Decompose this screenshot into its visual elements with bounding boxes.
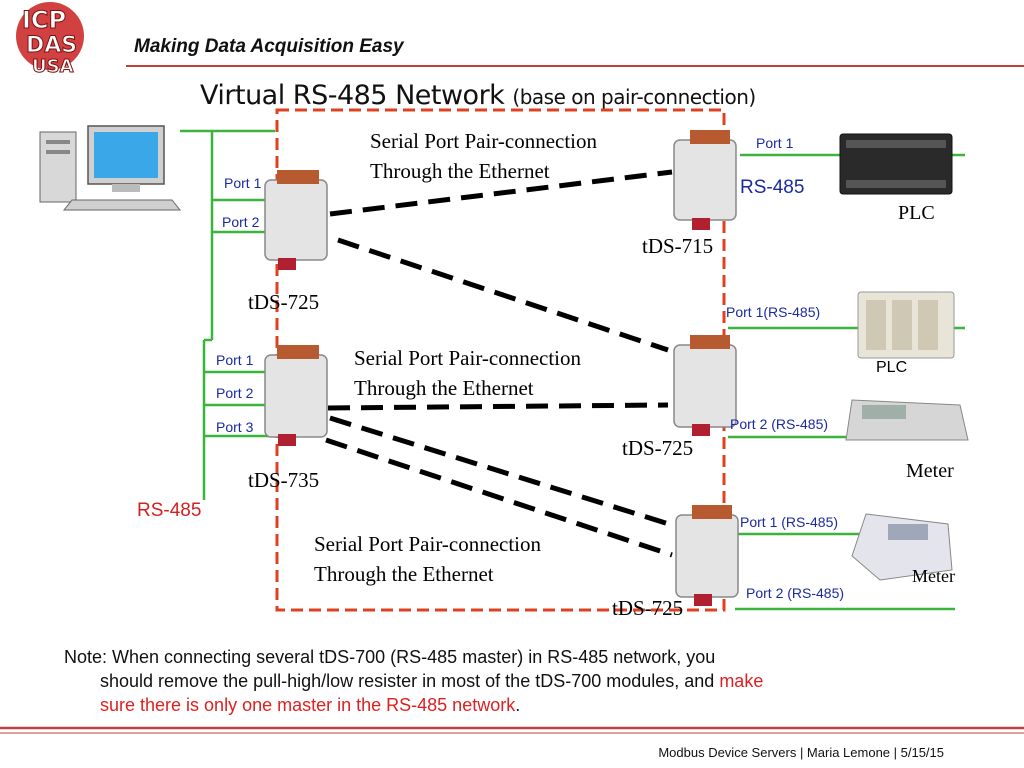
- port-label: Port 2 (RS-485): [746, 585, 845, 601]
- pair-connections: [325, 169, 673, 558]
- left-rs485-bus: [180, 129, 275, 500]
- connection-label-line: Through the Ethernet: [370, 159, 550, 183]
- connection-label-middle: Serial Port Pair-connection Through the …: [354, 343, 581, 403]
- equipment-label: PLC: [898, 202, 935, 224]
- device-tds725-right-middle: [673, 335, 737, 436]
- note-emphasis: sure there is only one master in the RS-…: [100, 695, 516, 715]
- device-tds725-right-bottom: [675, 505, 739, 606]
- connection-label-top: Serial Port Pair-connection Through the …: [370, 126, 597, 186]
- connection-label-bottom: Serial Port Pair-connection Through the …: [314, 529, 541, 589]
- svg-text:DAS: DAS: [26, 33, 77, 58]
- equipment-label: PLC: [876, 359, 908, 376]
- note-line: sure there is only one master in the RS-…: [64, 693, 964, 717]
- footer-text: Modbus Device Servers | Maria Lemone | 5…: [658, 745, 944, 760]
- connection-label-line: Serial Port Pair-connection: [370, 129, 598, 153]
- page-title: Virtual RS-485 Network (base on pair-con…: [200, 80, 756, 111]
- note-text-span: .: [515, 695, 521, 715]
- meter-bottom-icon: [851, 513, 953, 581]
- plc-top-icon: [839, 133, 953, 195]
- port-label: Port 2: [216, 385, 254, 401]
- device-label: tDS-725: [248, 290, 320, 314]
- port-label: Port 1: [224, 175, 262, 191]
- left-rs485-label: RS-485: [137, 500, 202, 521]
- device-label: tDS-725: [622, 436, 694, 460]
- note-text: Note: When connecting several tDS-700 (R…: [64, 645, 964, 717]
- note-emphasis: make: [719, 671, 764, 691]
- connection-label-line: Serial Port Pair-connection: [314, 532, 542, 556]
- device-tds725-left: [264, 170, 328, 270]
- connection-label-line: Through the Ethernet: [354, 376, 534, 400]
- device-tds715-right: [673, 130, 737, 230]
- plc-middle-icon: [857, 291, 955, 359]
- port-label: Port 1 (RS-485): [740, 514, 839, 530]
- device-label: tDS-735: [248, 468, 320, 492]
- port-label: Port 1: [756, 135, 794, 151]
- title-subtitle: (base on pair-connection): [512, 85, 756, 109]
- port-label: Port 2 (RS-485): [730, 416, 829, 432]
- note-line: should remove the pull-high/low resister…: [64, 669, 964, 693]
- device-label: tDS-725: [612, 596, 684, 620]
- svg-text:ICP: ICP: [22, 6, 66, 34]
- port-label: Port 1(RS-485): [726, 304, 821, 320]
- connection-label-line: Serial Port Pair-connection: [354, 346, 582, 370]
- icpdas-logo: ICP DAS USA: [16, 2, 84, 78]
- meter-middle-icon: [845, 399, 969, 441]
- svg-text:USA: USA: [32, 56, 74, 77]
- rs485-bus-label: RS-485: [740, 177, 805, 198]
- computer-icon: [39, 125, 182, 211]
- connection-label-line: Through the Ethernet: [314, 562, 494, 586]
- device-tds735-left: [264, 345, 328, 446]
- tagline: Making Data Acquisition Easy: [134, 36, 404, 57]
- equipment-label: Meter: [912, 566, 955, 586]
- title-main: Virtual RS-485 Network: [200, 80, 505, 111]
- port-label: Port 3: [216, 419, 254, 435]
- equipment-label: Meter: [906, 460, 954, 482]
- port-label: Port 1: [216, 352, 254, 368]
- note-line: Note: When connecting several tDS-700 (R…: [64, 647, 716, 667]
- port-label: Port 2: [222, 214, 260, 230]
- note-text-span: should remove the pull-high/low resister…: [100, 671, 720, 691]
- device-label: tDS-715: [642, 234, 714, 258]
